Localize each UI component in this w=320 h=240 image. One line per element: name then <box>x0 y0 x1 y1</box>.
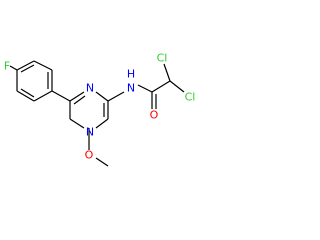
bond <box>169 80 185 93</box>
bond <box>33 60 53 71</box>
bond <box>33 90 53 102</box>
bond <box>20 64 35 73</box>
bond <box>95 91 109 102</box>
bond <box>107 91 125 102</box>
pyrimidine-ring <box>69 91 109 129</box>
amide-nitrogen-label: N <box>127 82 135 95</box>
bond <box>16 60 35 71</box>
bond <box>69 118 85 129</box>
carbonyl-oxygen-label: O <box>150 109 159 122</box>
chlorine-right-label: Cl <box>185 91 196 104</box>
fluorine-atom-label: F <box>4 60 10 73</box>
bond <box>151 80 171 93</box>
bond <box>95 118 109 129</box>
fluorophenyl-ring <box>9 60 53 102</box>
pyrimidine-nitrogen-upper-label: N <box>86 82 94 95</box>
bond <box>137 84 153 93</box>
chlorine-left-label: Cl <box>157 52 168 65</box>
structure-svg: F N N N H O O Cl Cl <box>4 52 196 167</box>
amide-hydrogen-label: H <box>127 68 135 81</box>
pyrimidine-nitrogen-lower-label: N <box>86 126 94 139</box>
bond <box>69 91 85 102</box>
bond <box>163 63 171 82</box>
bond <box>95 157 109 167</box>
bond <box>16 90 35 102</box>
bond <box>9 65 18 71</box>
bond <box>20 88 35 98</box>
molecule-diagram: F N N N H O O Cl Cl <box>3 51 196 167</box>
bond <box>73 95 86 105</box>
methoxy-oxygen-label: O <box>85 149 94 162</box>
bond <box>51 90 71 102</box>
